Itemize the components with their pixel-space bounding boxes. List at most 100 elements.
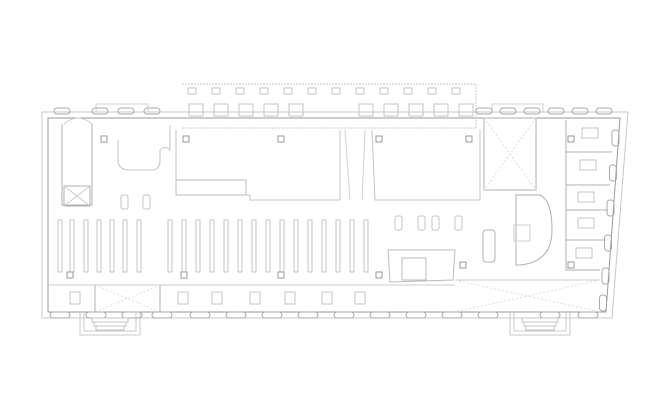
interior-walls <box>48 118 612 312</box>
office-desk <box>582 128 598 138</box>
desk <box>212 292 222 304</box>
column <box>460 262 466 268</box>
desk <box>250 292 260 304</box>
desk <box>189 104 203 116</box>
window-niche <box>118 108 134 114</box>
window-niche <box>578 312 598 318</box>
bookshelf <box>137 220 141 272</box>
reading-table <box>455 216 462 230</box>
column <box>181 272 187 278</box>
window-niche <box>596 108 612 114</box>
bookshelf <box>70 220 74 272</box>
window-niche <box>540 312 560 318</box>
column <box>278 272 284 278</box>
chair <box>236 88 244 94</box>
window-niche <box>500 108 516 114</box>
desk <box>285 292 295 304</box>
bookshelf <box>238 220 242 272</box>
chair <box>404 88 412 94</box>
window-niche <box>476 108 492 114</box>
window-niche <box>122 312 142 318</box>
window-niche <box>610 165 617 181</box>
column <box>101 136 107 142</box>
column <box>376 272 382 278</box>
column <box>466 136 472 142</box>
desk <box>359 104 373 116</box>
window-niche <box>50 312 70 318</box>
window-niche <box>478 312 498 318</box>
entrance-step <box>92 318 128 322</box>
chair <box>428 88 436 94</box>
desk <box>289 104 303 116</box>
chair <box>452 88 460 94</box>
entrance-step <box>96 326 124 330</box>
desk <box>355 292 365 304</box>
desk <box>384 104 398 116</box>
window-niche <box>600 295 607 311</box>
bookshelf <box>110 220 114 272</box>
bookshelf <box>84 220 88 272</box>
bookshelf <box>308 220 312 272</box>
window-niche <box>605 235 612 251</box>
bookshelf <box>266 220 270 272</box>
window-niche <box>144 108 160 114</box>
column <box>376 136 382 142</box>
entrance-step <box>526 326 554 330</box>
chair <box>308 88 316 94</box>
window-niche <box>92 108 108 114</box>
reading-table <box>418 216 425 230</box>
desk <box>434 104 448 116</box>
window-niche <box>442 312 462 318</box>
bookshelf <box>336 220 340 272</box>
bookshelf <box>280 220 284 272</box>
bookshelf <box>58 220 62 272</box>
window-niche <box>602 268 609 284</box>
desk <box>214 104 228 116</box>
window-niche <box>607 200 614 216</box>
bookshelf <box>322 220 326 272</box>
reading-table <box>143 195 150 209</box>
desk <box>178 292 188 304</box>
office-desk <box>578 218 594 228</box>
window-niche <box>298 312 318 318</box>
column <box>278 136 284 142</box>
desk <box>322 292 332 304</box>
chair <box>332 88 340 94</box>
bookshelf <box>196 220 200 272</box>
chair <box>356 88 364 94</box>
bookshelf <box>168 220 172 272</box>
column <box>183 136 189 142</box>
column <box>568 136 574 142</box>
column <box>568 262 574 268</box>
reading-table <box>432 216 439 230</box>
office-desk <box>580 160 596 170</box>
window-niche <box>262 312 282 318</box>
chair <box>260 88 268 94</box>
window-niche <box>548 108 564 114</box>
bookshelf <box>182 220 186 272</box>
window-niche <box>86 312 106 318</box>
desk <box>264 104 278 116</box>
window-niche <box>612 130 619 146</box>
bookshelf <box>252 220 256 272</box>
chair <box>284 88 292 94</box>
entrance-step <box>522 318 558 322</box>
window-niche <box>334 312 354 318</box>
exterior-walls <box>42 84 628 335</box>
reading-table <box>121 195 128 209</box>
window-niche <box>226 312 246 318</box>
window-niche <box>152 312 172 318</box>
bookshelf <box>364 220 368 272</box>
window-niche <box>370 312 390 318</box>
column <box>67 272 73 278</box>
bookshelf <box>224 220 228 272</box>
window-niche <box>54 108 70 114</box>
chair <box>188 88 196 94</box>
desk <box>409 104 423 116</box>
window-niche <box>190 312 210 318</box>
bookshelf <box>97 220 101 272</box>
furniture-layer <box>50 88 619 330</box>
entrance-step <box>94 322 126 326</box>
window-niche <box>524 108 540 114</box>
